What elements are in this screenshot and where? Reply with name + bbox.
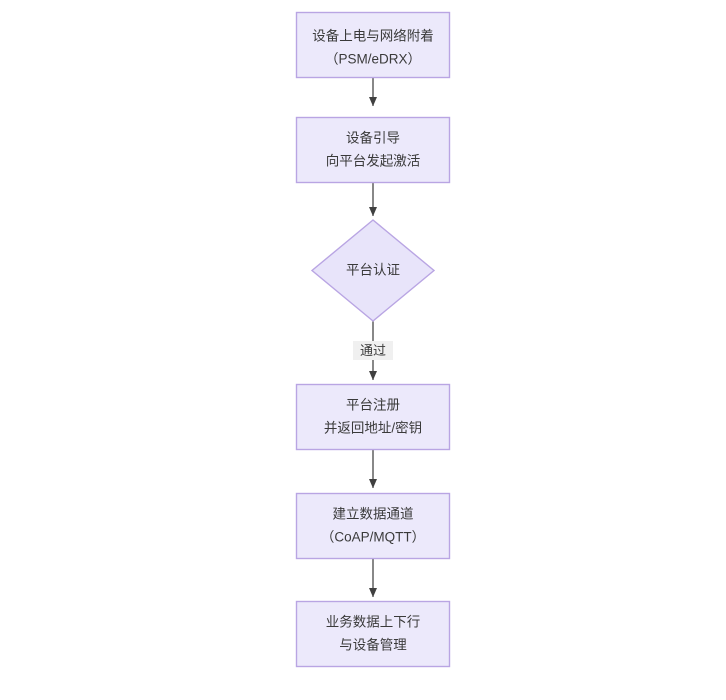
node-business-data-line1: 业务数据上下行	[326, 615, 421, 630]
node-platform-register[interactable]: 平台注册 并返回地址/密钥	[295, 383, 451, 451]
node-data-channel[interactable]: 建立数据通道 （CoAP/MQTT）	[295, 492, 451, 560]
node-device-power-on[interactable]: 设备上电与网络附着 （PSM/eDRX）	[295, 11, 451, 79]
node-device-power-on-line1: 设备上电与网络附着	[312, 28, 434, 44]
edge-label-pass-background	[353, 341, 393, 360]
node-device-bootstrap-shape[interactable]	[295, 116, 451, 184]
edge-label-pass-text: 通过	[360, 343, 386, 358]
node-business-data-line2: 与设备管理	[339, 637, 407, 653]
node-device-bootstrap[interactable]: 设备引导 向平台发起激活	[295, 116, 451, 184]
node-device-power-on-shape[interactable]	[295, 11, 451, 79]
edge-label-pass: 通过	[353, 341, 393, 360]
node-data-channel-line2: （CoAP/MQTT）	[321, 530, 425, 545]
node-device-bootstrap-line2: 向平台发起激活	[326, 154, 421, 169]
node-device-power-on-line2: （PSM/eDRX）	[325, 52, 421, 67]
node-business-data-shape[interactable]	[295, 600, 451, 668]
node-platform-register-shape[interactable]	[295, 383, 451, 451]
node-platform-auth-decision-label: 平台认证	[346, 263, 400, 278]
node-data-channel-line1: 建立数据通道	[333, 507, 414, 522]
node-business-data[interactable]: 业务数据上下行 与设备管理	[295, 600, 451, 668]
node-platform-register-line1: 平台注册	[346, 398, 400, 413]
node-platform-auth-decision[interactable]: 平台认证	[310, 219, 436, 322]
node-platform-register-line2: 并返回地址/密钥	[324, 420, 422, 436]
node-device-bootstrap-line1: 设备引导	[346, 130, 400, 146]
node-platform-auth-decision-shape[interactable]	[310, 219, 436, 322]
node-data-channel-shape[interactable]	[295, 492, 451, 560]
